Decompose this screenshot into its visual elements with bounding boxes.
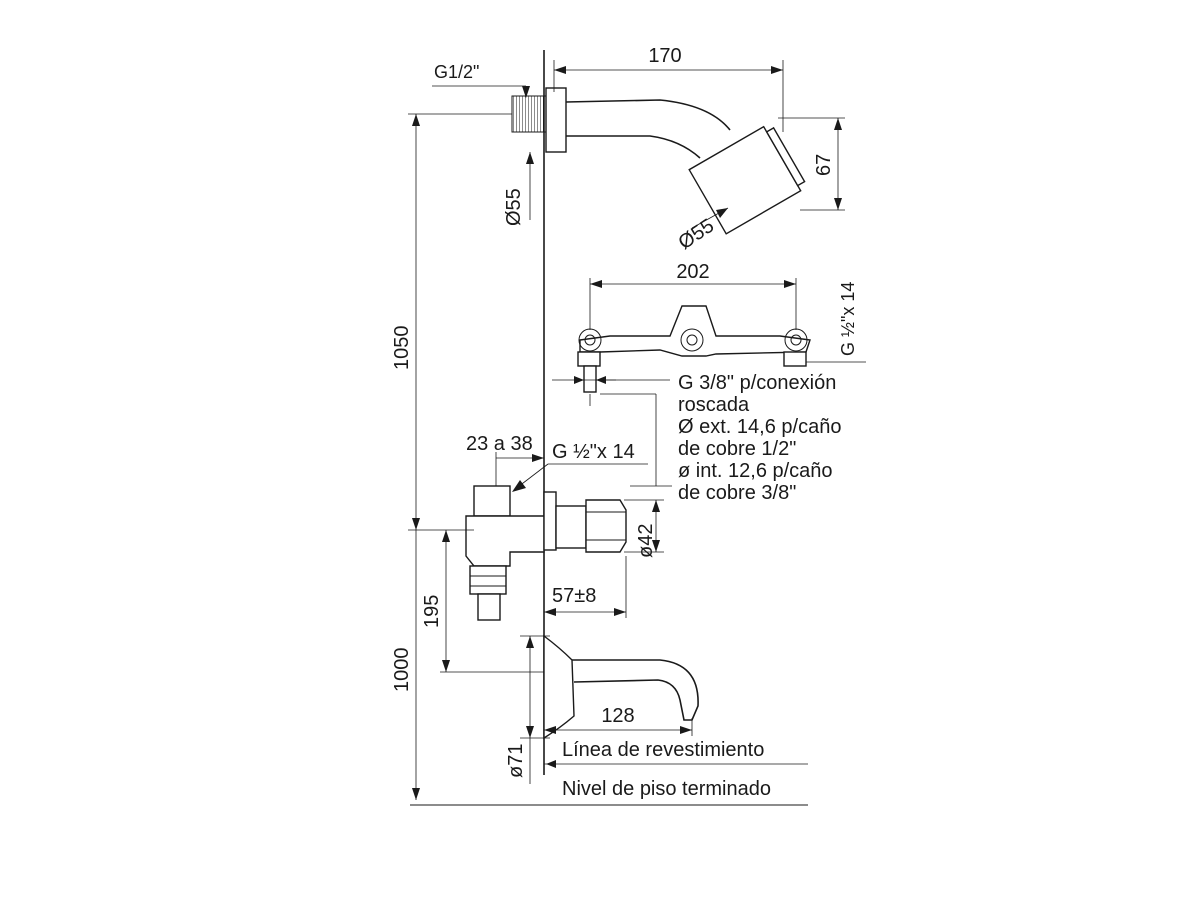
dim-valve-height-label: 195 <box>421 595 443 628</box>
shower-inlet-thread <box>511 95 547 133</box>
dim-knob-projection: 57±8 <box>544 556 627 618</box>
dim-shower-height-label: 1050 <box>391 326 413 371</box>
wall-line-label: Línea de revestimiento <box>562 739 764 761</box>
dim-shower-head-height: 67 <box>778 117 845 211</box>
connection-note-line-5: ø int. 12,6 p/caño <box>678 460 833 482</box>
mixer-valve-side-view <box>465 485 627 621</box>
dim-valve-spacing-label: 202 <box>676 261 709 283</box>
wall-line-label-group: Línea de revestimiento <box>544 739 808 768</box>
dim-valve-height: 195 <box>408 529 544 673</box>
connection-note: G 3/8" p/conexión roscada Ø ext. 14,6 p/… <box>678 372 841 504</box>
dim-valve-thread-label: G ½"x 14 <box>838 282 858 356</box>
dim-valve-thread: G ½"x 14 <box>806 282 866 363</box>
dim-spout-flange-label: ø71 <box>505 744 527 778</box>
floor-line-label: Nivel de piso terminado <box>562 778 771 800</box>
connection-note-line-2: roscada <box>678 394 750 416</box>
dim-inlet-thread: G1/2" <box>432 62 530 98</box>
dim-spout-height: 1000 <box>391 530 420 800</box>
dim-spout-flange: ø71 <box>505 635 550 784</box>
dim-knob-projection-label: 57±8 <box>552 585 596 607</box>
shower-arm <box>565 99 731 159</box>
dim-valve-offset-label: 23 a 38 <box>466 433 533 455</box>
connection-note-line-1: G 3/8" p/conexión <box>678 372 836 394</box>
dim-shower-head-height-label: 67 <box>813 154 835 176</box>
dim-wall-flange-label: Ø55 <box>503 188 525 226</box>
shower-head <box>688 125 806 235</box>
dim-shower-arm-label: 170 <box>648 45 681 67</box>
dim-shower-head-diameter-label: Ø55 <box>674 215 718 254</box>
dim-shower-head-diameter: Ø55 <box>674 207 729 254</box>
dim-valve-inlet-label: G ½"x 14 <box>552 441 635 463</box>
dim-shower-height: 1050 <box>391 113 512 530</box>
dim-spout-length-label: 128 <box>601 705 634 727</box>
dim-spout-length: 128 <box>544 705 693 736</box>
dim-valve-offset: 23 a 38 <box>466 433 544 486</box>
dim-valve-spacing: 202 <box>589 261 797 330</box>
dim-knob-diameter: ø42 <box>624 499 664 558</box>
dim-inlet-thread-label: G1/2" <box>434 62 479 82</box>
dim-wall-flange: Ø55 <box>503 152 534 226</box>
connection-note-line-6: de cobre 3/8" <box>678 482 796 504</box>
dim-shower-arm: 170 <box>553 45 784 132</box>
connection-note-line-3: Ø ext. 14,6 p/caño <box>678 416 841 438</box>
shower-assembly <box>511 87 806 235</box>
dim-spout-height-label: 1000 <box>391 648 413 693</box>
dim-knob-diameter-label: ø42 <box>635 524 657 558</box>
dim-valve-inlet: G ½"x 14 <box>512 441 648 492</box>
connection-note-line-4: de cobre 1/2" <box>678 438 796 460</box>
shower-wall-flange <box>545 87 567 153</box>
connection-note-leaders <box>552 370 672 487</box>
